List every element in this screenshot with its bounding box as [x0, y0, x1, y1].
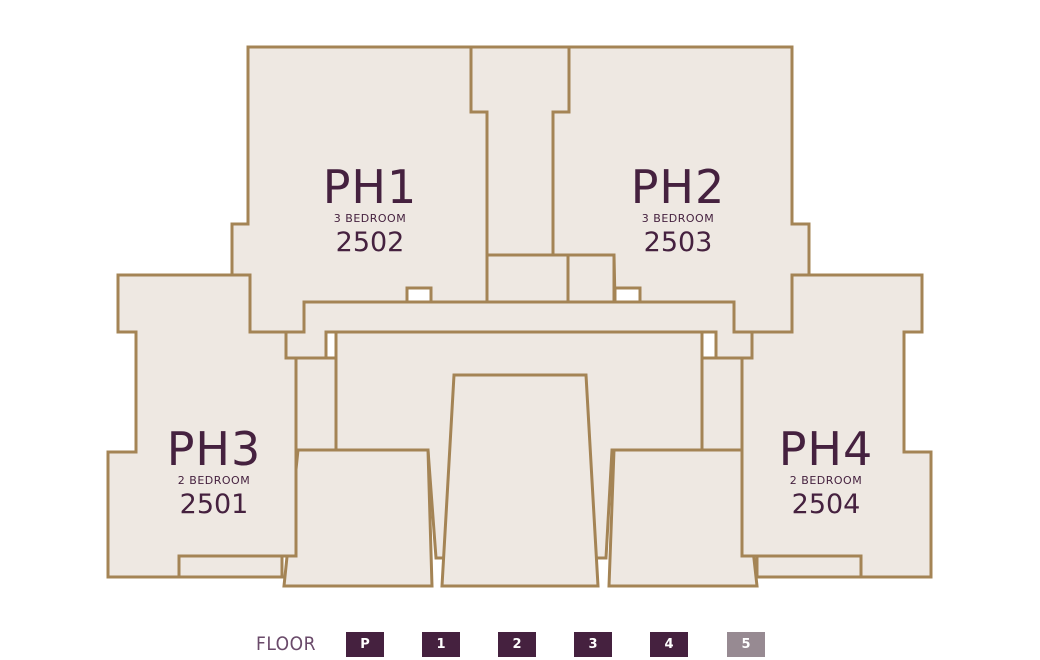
elevator-left	[485, 253, 570, 305]
unit-number: 2502	[335, 227, 405, 258]
floor-button-3[interactable]: 3	[574, 632, 612, 657]
floor-button-4[interactable]: 4	[650, 632, 688, 657]
unit-name: PH4	[778, 422, 874, 476]
unit-number: 2501	[179, 489, 249, 520]
column-right	[700, 356, 744, 452]
unit-bedrooms: 2 BEDROOM	[789, 474, 863, 487]
terrace-right	[607, 448, 759, 588]
unit-ph2-label: PH2 3 BEDROOM 2503	[608, 162, 748, 260]
floor-button-p[interactable]: P	[346, 632, 384, 657]
unit-bedrooms: 3 BEDROOM	[641, 212, 715, 225]
floor-plan	[106, 45, 933, 588]
balcony-ph3	[177, 554, 284, 579]
floor-button-5[interactable]: 5	[727, 632, 765, 657]
unit-ph4-label: PH4 2 BEDROOM 2504	[756, 424, 896, 522]
floor-button-2[interactable]: 2	[498, 632, 536, 657]
terrace-center	[440, 373, 600, 588]
elevator-right	[566, 253, 616, 305]
balcony-ph4	[755, 554, 863, 579]
unit-number: 2504	[791, 489, 861, 520]
floor-label: FLOOR	[256, 633, 316, 655]
unit-name: PH2	[630, 160, 726, 214]
terrace-left	[282, 448, 434, 588]
column-left	[294, 356, 338, 452]
unit-ph1-label: PH1 3 BEDROOM 2502	[300, 162, 440, 260]
unit-bedrooms: 2 BEDROOM	[177, 474, 251, 487]
floor-button-1[interactable]: 1	[422, 632, 460, 657]
central-hall	[469, 45, 571, 257]
unit-name: PH3	[166, 422, 262, 476]
unit-ph3-label: PH3 2 BEDROOM 2501	[144, 424, 284, 522]
unit-number: 2503	[643, 227, 713, 258]
unit-name: PH1	[322, 160, 418, 214]
unit-bedrooms: 3 BEDROOM	[333, 212, 407, 225]
